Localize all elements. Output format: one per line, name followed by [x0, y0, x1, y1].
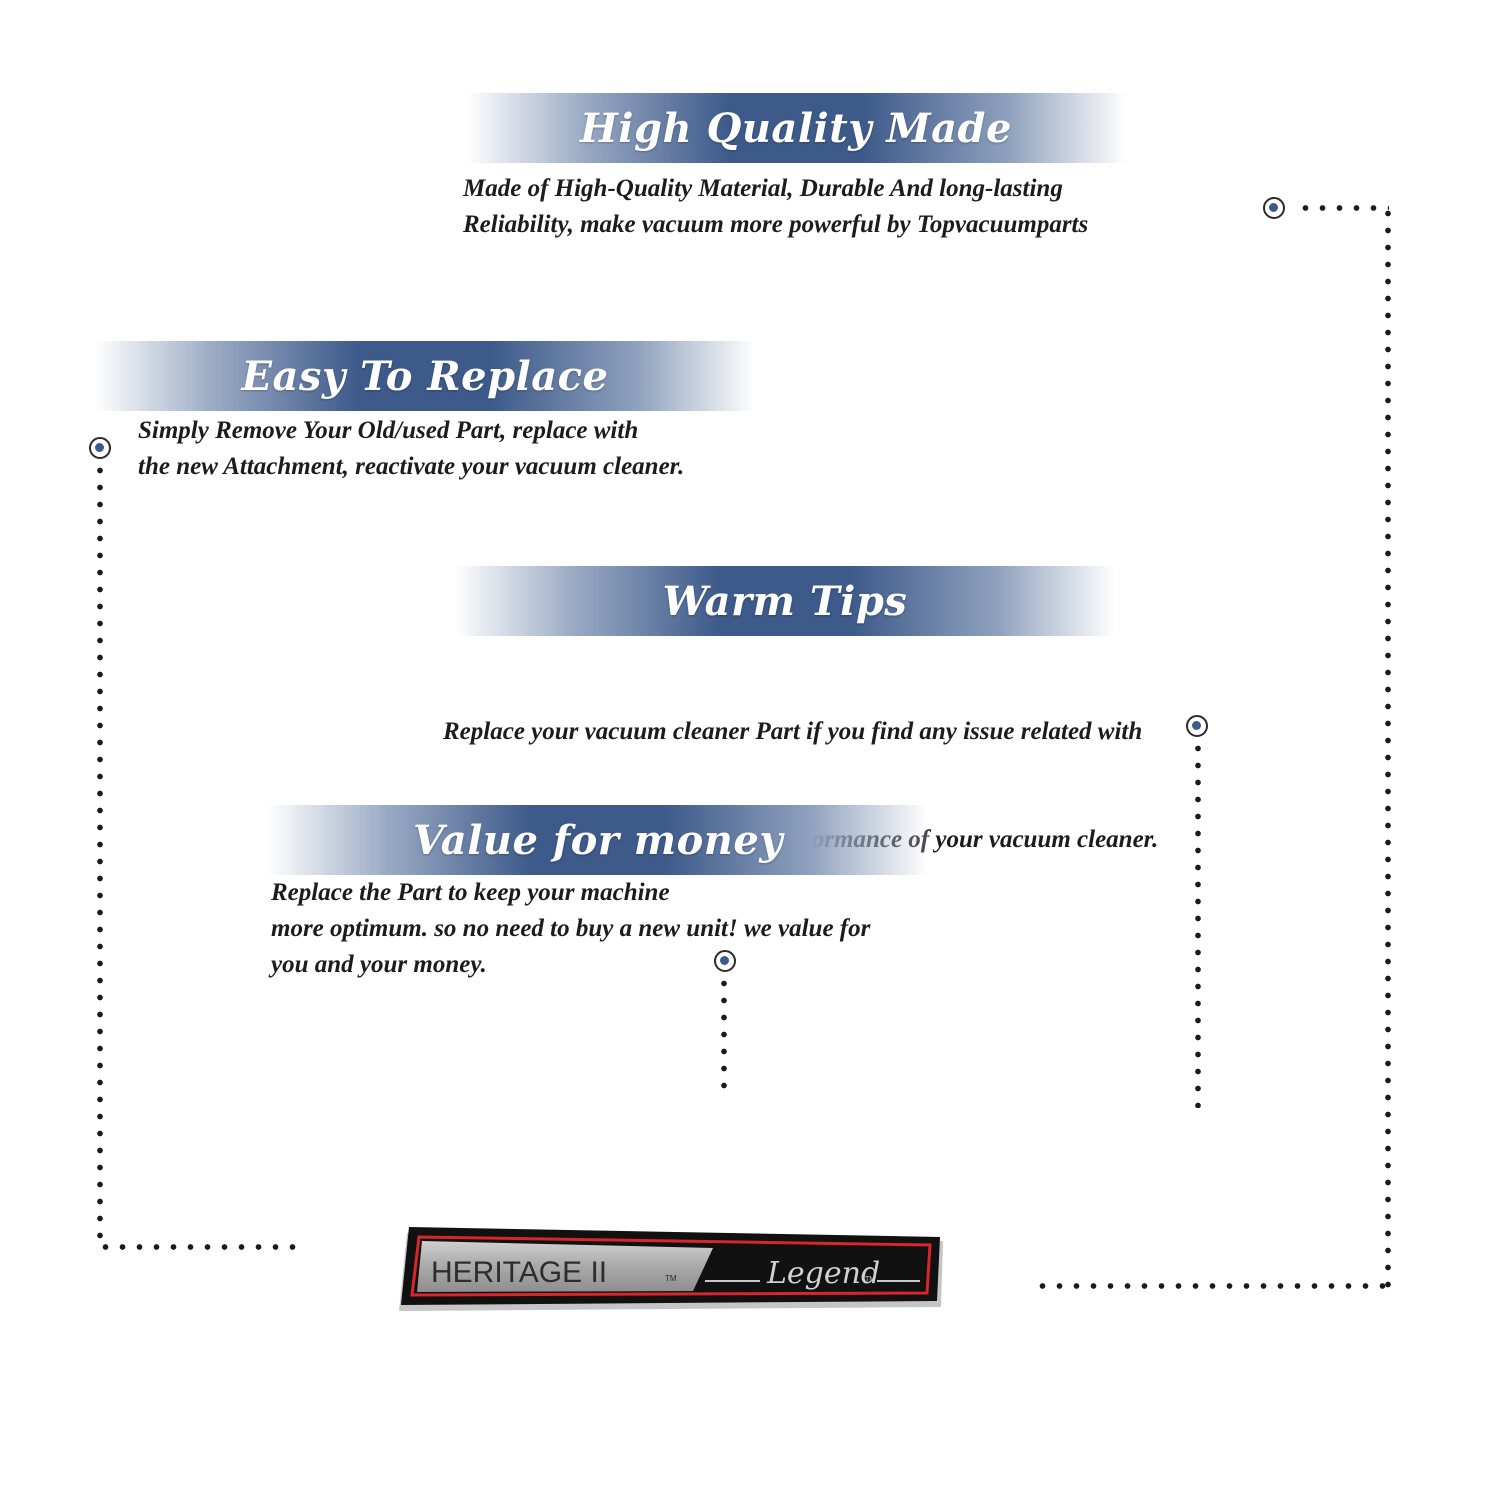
dotted-line [97, 462, 103, 1249]
product-nameplate-image: HERITAGE II TM Legend TM [399, 1227, 943, 1311]
dotted-line [1385, 205, 1391, 1290]
description-line: Replace the Part to keep your machine [271, 879, 670, 906]
badge-model-tm: TM [865, 1276, 875, 1283]
banner-warm-tips: Warm Tips [455, 566, 1115, 636]
bullet-marker-easy-replace [89, 437, 111, 459]
description-line: Reliability, make vacuum more powerful b… [463, 211, 1089, 238]
dotted-line [97, 1244, 297, 1250]
dotted-line [1297, 205, 1389, 211]
bullet-marker-warm-tips [1186, 715, 1208, 737]
description-line: you and your money. [271, 951, 487, 978]
section-title-easy-replace: Easy To Replace [241, 352, 609, 400]
bullet-marker-value-money [714, 950, 736, 972]
description-value-money: Replace the Part to keep your machine mo… [271, 875, 870, 983]
description-line: the new Attachment, reactivate your vacu… [138, 453, 685, 480]
description-line: Made of High-Quality Material, Durable A… [463, 175, 1063, 202]
badge-brand-text: HERITAGE II [431, 1256, 607, 1289]
dotted-line [721, 975, 727, 1095]
description-line: Simply Remove Your Old/used Part, replac… [138, 417, 639, 444]
description-high-quality: Made of High-Quality Material, Durable A… [463, 171, 1088, 243]
badge-brand-tm: TM [665, 1274, 677, 1283]
dotted-line [1195, 740, 1201, 1108]
banner-high-quality: High Quality Made [466, 93, 1126, 163]
description-easy-replace: Simply Remove Your Old/used Part, replac… [138, 413, 684, 485]
description-line: Replace your vacuum cleaner Part if you … [443, 718, 1143, 745]
banner-easy-replace: Easy To Replace [95, 341, 755, 411]
section-title-value-money: Value for money [412, 816, 784, 864]
bullet-marker-high-quality [1263, 197, 1285, 219]
badge-model-text: Legend [766, 1256, 880, 1291]
description-line: more optimum. so no need to buy a new un… [271, 915, 871, 942]
section-title-warm-tips: Warm Tips [662, 577, 908, 625]
section-title-high-quality: High Quality Made [580, 104, 1012, 152]
dotted-line [1034, 1283, 1390, 1289]
banner-value-money: Value for money [268, 805, 928, 875]
